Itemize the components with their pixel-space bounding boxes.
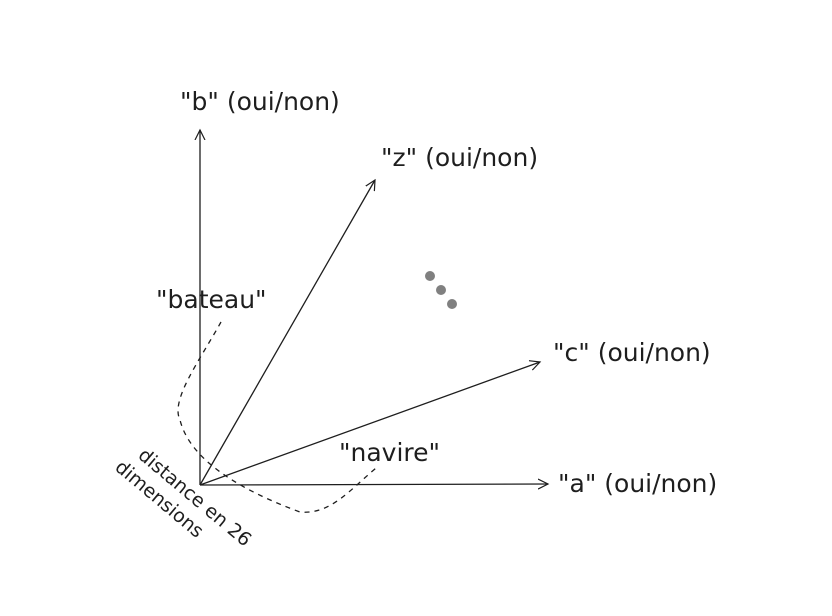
axis-z-arrow: [199, 180, 375, 486]
word-bateau-label: "bateau": [156, 285, 267, 314]
axis-b-label: "b" (oui/non): [180, 87, 340, 116]
distance-dashed-curve: [177, 321, 377, 513]
axis-z-label: "z" (oui/non): [381, 143, 538, 172]
ellipsis-dot: [436, 285, 446, 295]
axis-a-label: "a" (oui/non): [558, 469, 717, 498]
axis-a-arrow: [199, 484, 548, 485]
word-navire-label: "navire": [339, 438, 440, 467]
axis-c-label: "c" (oui/non): [553, 338, 711, 367]
ellipsis-dot: [447, 299, 457, 309]
ellipsis-dot: [425, 271, 435, 281]
distance-annotation: distance en 26 dimensions: [111, 444, 256, 551]
axis-c-arrow: [199, 362, 540, 486]
